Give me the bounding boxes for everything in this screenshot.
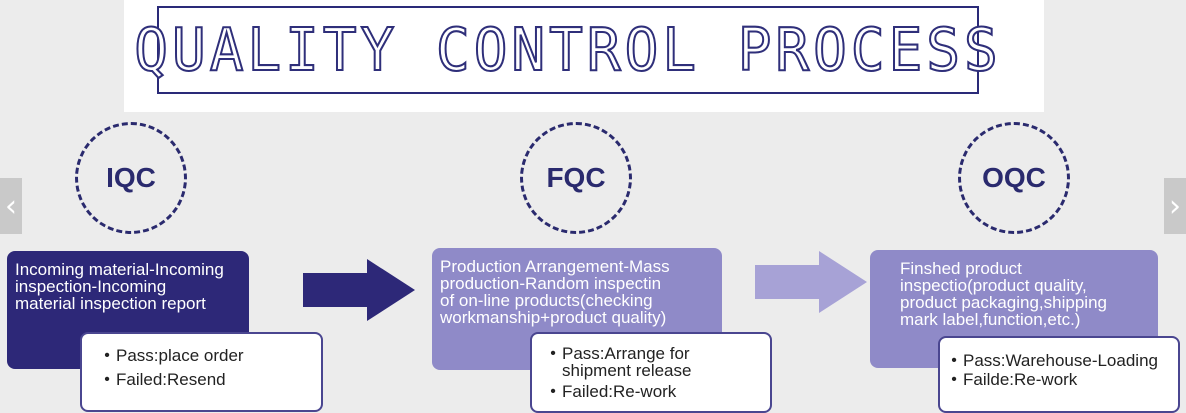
- fqc-description-line: production-Random inspectin: [440, 274, 662, 293]
- oqc-failed-text: Failde:Re-work: [963, 370, 1078, 389]
- oqc-pass-text: Pass:Warehouse-Loading: [963, 351, 1158, 370]
- iqc-description-line: Incoming material-Incoming: [15, 260, 224, 279]
- oqc-description-line: inspectio(product quality,: [900, 276, 1087, 295]
- oqc-description-line: Finshed product: [900, 259, 1022, 278]
- oqc-description-line: product packaging,shipping: [900, 293, 1107, 312]
- arrow-right-icon: [755, 251, 867, 313]
- iqc-failed-text: Failed:Resend: [116, 370, 226, 389]
- fqc-description-line: Production Arrangement-Mass: [440, 257, 670, 276]
- iqc-pass-item: •Pass:place order: [104, 346, 244, 365]
- fqc-description-line: workmanship+product quality): [440, 308, 667, 327]
- oqc-pass-item: •Pass:Warehouse-Loading: [951, 351, 1158, 370]
- iqc-failed-item: •Failed:Resend: [104, 370, 226, 389]
- iqc-circle: IQC: [75, 122, 187, 234]
- fqc-failed-text: Failed:Re-work: [562, 382, 677, 401]
- oqc-label: OQC: [982, 162, 1046, 193]
- page-title: QUALITY CONTROL PROCESS: [133, 15, 1002, 85]
- chevron-right-icon[interactable]: ›: [1164, 178, 1186, 234]
- fqc-pass-text: shipment release: [562, 361, 692, 380]
- iqc-description-line: inspection-Incoming: [15, 277, 167, 296]
- title-frame: QUALITY CONTROL PROCESS: [133, 6, 999, 94]
- chevron-left-icon[interactable]: ‹: [0, 178, 22, 234]
- oqc-circle: OQC: [958, 122, 1070, 234]
- fqc-failed-item: •Failed:Re-work: [550, 382, 677, 401]
- fqc-result-box: • Pass:Arrange for shipment release •Fai…: [530, 332, 772, 413]
- fqc-pass-item: • Pass:Arrange for shipment release: [550, 344, 692, 380]
- iqc-description-line: material inspection report: [15, 294, 206, 313]
- fqc-circle: FQC: [520, 122, 632, 234]
- iqc-result-box: •Pass:place order •Failed:Resend: [80, 332, 323, 412]
- oqc-failed-item: •Failde:Re-work: [951, 370, 1078, 389]
- title-band: QUALITY CONTROL PROCESS: [124, 0, 1044, 112]
- oqc-result-box: •Pass:Warehouse-Loading •Failde:Re-work: [938, 336, 1180, 413]
- oqc-description-line: mark label,function,etc.): [900, 310, 1081, 329]
- arrow-right-icon: [303, 259, 415, 321]
- iqc-pass-text: Pass:place order: [116, 346, 244, 365]
- fqc-description-line: of on-line products(checking: [440, 291, 653, 310]
- iqc-label: IQC: [106, 162, 156, 193]
- fqc-pass-text: Pass:Arrange for: [562, 344, 690, 363]
- fqc-label: FQC: [546, 162, 606, 193]
